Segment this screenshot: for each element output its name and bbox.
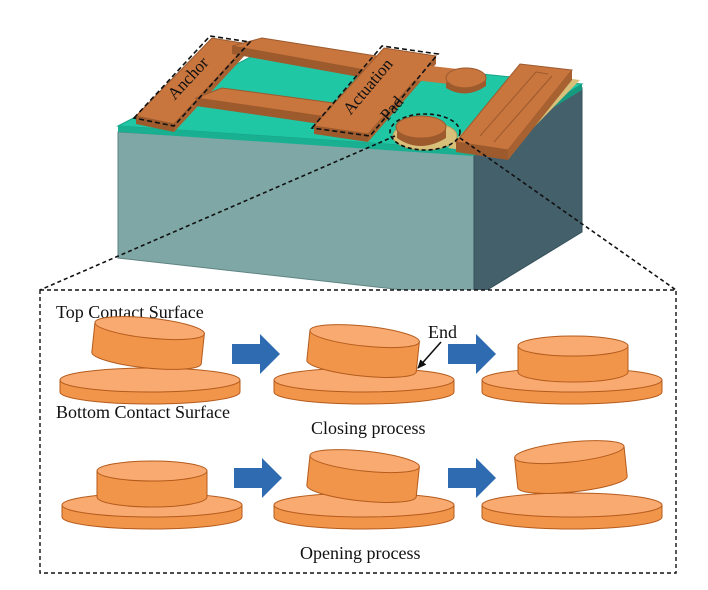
closing-step2 <box>273 324 455 405</box>
zoom-line-left <box>39 135 396 291</box>
closing-arrow-1 <box>232 334 280 374</box>
signal-line <box>455 63 573 160</box>
end-label: End <box>428 322 457 342</box>
closing-arrow-2 <box>448 334 496 374</box>
top-contact-disk <box>514 440 628 494</box>
top-contact-label: Top Contact Surface <box>56 302 204 322</box>
top-contact-disk <box>306 324 420 378</box>
dielectric-layer-front <box>118 126 474 156</box>
top-contact-disk <box>96 460 208 508</box>
top-contact-cylinder <box>395 115 447 146</box>
contact-highlight-outline <box>389 113 461 151</box>
top-contact-disk <box>91 316 205 370</box>
opening-arrow-2 <box>448 458 496 498</box>
opening-step1 <box>61 460 243 530</box>
opening-process-label: Opening process <box>300 543 420 563</box>
top-contact-disk <box>517 335 629 383</box>
closing-step3 <box>481 335 663 405</box>
end-pointer-arrow <box>417 341 442 369</box>
upper-contact-tab <box>414 64 487 94</box>
closing-step1 <box>59 316 241 405</box>
top-contact-disk <box>306 449 420 503</box>
opening-step3 <box>481 440 663 530</box>
pad-highlight-outline <box>310 45 440 137</box>
bottom-contact-disk <box>59 367 241 405</box>
bottom-contact-label: Bottom Contact Surface <box>56 402 230 422</box>
device-3d: Anchor Actuation Pad <box>116 35 584 299</box>
anchor-block <box>135 37 249 132</box>
opening-step2 <box>273 449 455 530</box>
substrate-front-face <box>117 131 475 299</box>
closing-process-label: Closing process <box>311 418 426 438</box>
anchor-highlight-outline <box>132 35 252 127</box>
bottom-contact-disk <box>481 492 663 530</box>
opening-arrow-1 <box>234 458 282 498</box>
zoom-line-right <box>459 137 677 291</box>
